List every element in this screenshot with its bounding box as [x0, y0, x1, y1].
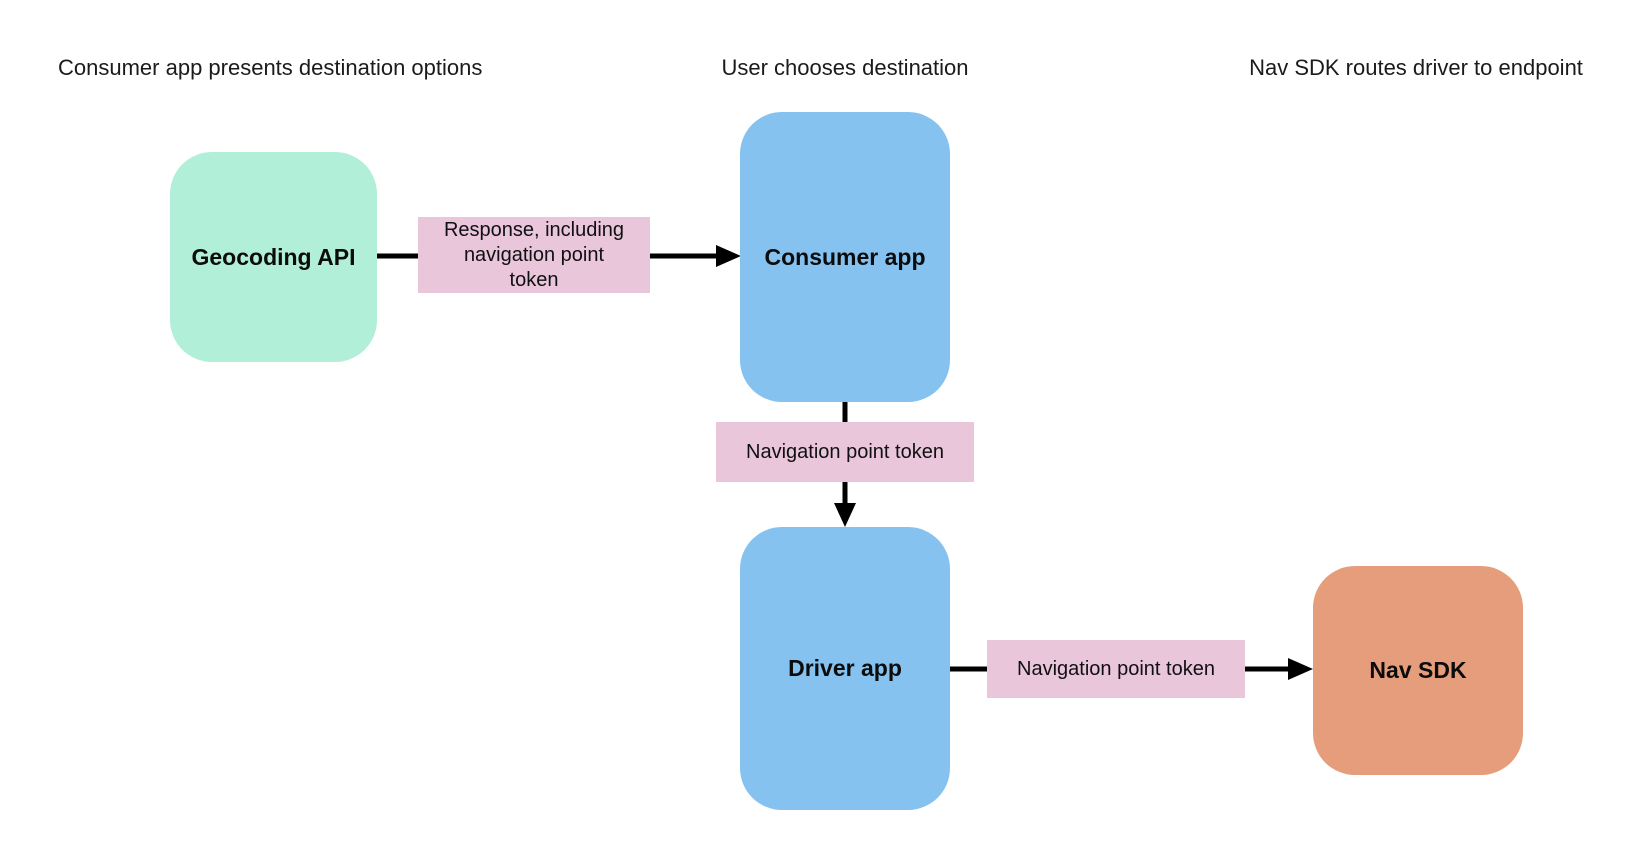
arrowhead-down-icon: [834, 503, 856, 527]
column-header-user-chooses: User chooses destination: [721, 55, 969, 80]
column-header-nav-sdk-routes: Nav SDK routes driver to endpoint: [1249, 55, 1583, 80]
node-label-geocoding-api: Geocoding API: [191, 243, 356, 270]
edge-label-navigation-point-token-1: Navigation point token: [716, 422, 974, 482]
arrowhead-right-icon: [1288, 658, 1313, 680]
column-header-consumer-presents: Consumer app presents destination option…: [58, 55, 483, 80]
node-label-nav-sdk: Nav SDK: [1369, 657, 1467, 683]
edge-label-response-including-token: Response, including navigation point tok…: [418, 217, 650, 293]
node-label-driver-app: Driver app: [788, 655, 902, 681]
node-driver-app: Driver app: [740, 527, 950, 810]
node-nav-sdk: Nav SDK: [1313, 566, 1523, 775]
arrowhead-right-icon: [716, 245, 741, 267]
node-label-consumer-app: Consumer app: [764, 243, 926, 270]
edge-label-navigation-point-token-2: Navigation point token: [987, 640, 1245, 698]
node-geocoding-api: Geocoding API: [170, 152, 377, 362]
node-consumer-app: Consumer app: [740, 112, 950, 402]
